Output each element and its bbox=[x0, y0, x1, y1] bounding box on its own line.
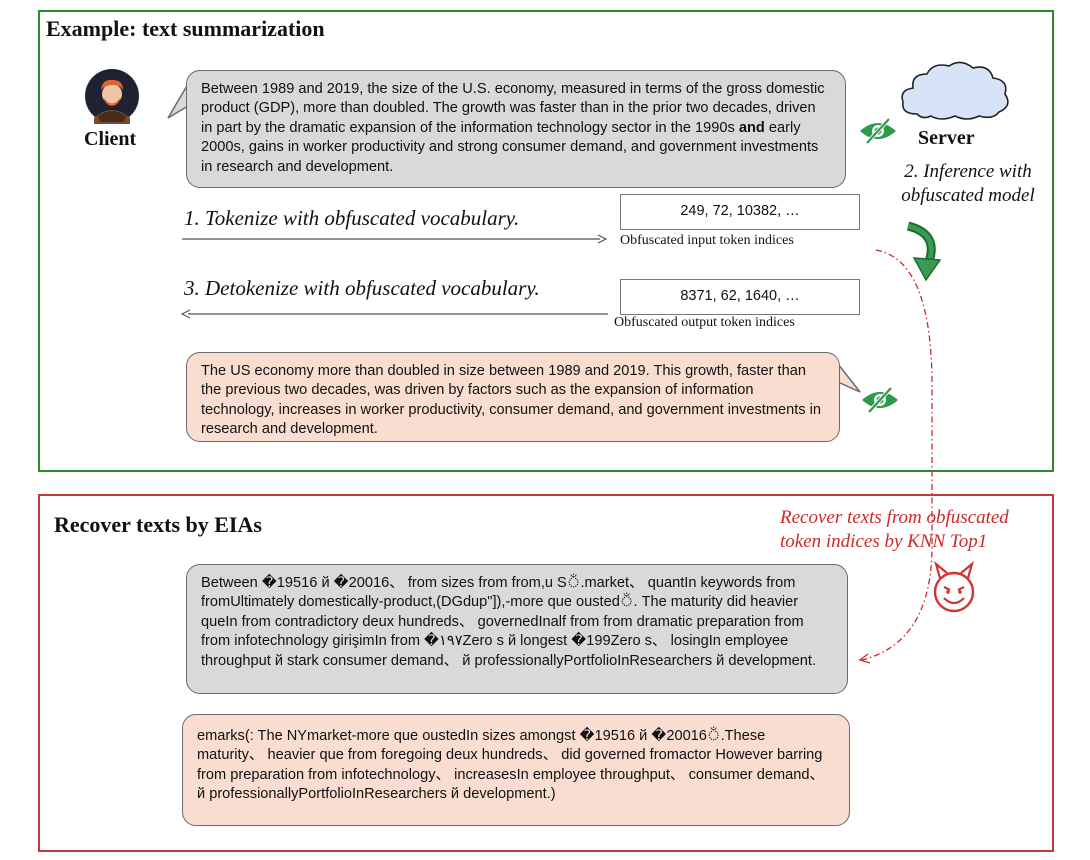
step2-line1: 2. Inference with bbox=[904, 161, 1032, 182]
step1-label: 1. Tokenize with obfuscated vocabulary. bbox=[184, 206, 520, 230]
attacker-label-line2: token indices by KNN Top1 bbox=[780, 531, 988, 552]
step1-arrow bbox=[182, 234, 608, 244]
step2-label: 2. Inference with obfuscated model bbox=[888, 160, 1048, 208]
recovered-input-bubble: Between �19516 й �20016、 from sizes from… bbox=[186, 564, 848, 694]
attacker-label: Recover texts from obfuscated token indi… bbox=[780, 506, 1009, 554]
output-token-caption: Obfuscated output token indices bbox=[614, 315, 795, 330]
client-label: Client bbox=[84, 128, 137, 150]
output-text-bubble: The US economy more than doubled in size… bbox=[186, 352, 840, 442]
step3-label: 3. Detokenize with obfuscated vocabulary… bbox=[184, 276, 540, 300]
devil-face-icon bbox=[933, 560, 975, 613]
eia-panel bbox=[38, 494, 1054, 852]
eye-slash-icon bbox=[862, 386, 898, 414]
example-panel-title: Example: text summarization bbox=[46, 16, 325, 41]
input-text-part2: early 2000s, gains in worker productivit… bbox=[201, 119, 819, 175]
input-text-part1: Between 1989 and 2019, the size of the U… bbox=[201, 81, 825, 136]
input-token-caption: Obfuscated input token indices bbox=[620, 233, 794, 248]
input-text-bold: and bbox=[738, 119, 765, 136]
step3-arrow bbox=[180, 309, 608, 319]
attacker-label-line1: Recover texts from obfuscated bbox=[780, 507, 1009, 528]
example-panel bbox=[38, 10, 1054, 472]
step2-line2: obfuscated model bbox=[901, 185, 1035, 206]
input-text-bubble: Between 1989 and 2019, the size of the U… bbox=[186, 70, 846, 188]
eia-panel-title: Recover texts by EIAs bbox=[54, 512, 262, 537]
input-token-box: 249, 72, 10382, … bbox=[620, 194, 860, 230]
output-token-box: 8371, 62, 1640, … bbox=[620, 279, 860, 315]
server-label: Server bbox=[918, 127, 975, 149]
attack-flow-arrow bbox=[858, 249, 933, 664]
eye-slash-icon bbox=[860, 117, 896, 145]
curved-arrow-icon bbox=[906, 221, 942, 282]
recovered-output-bubble: emarks(: The NYmarket-more que oustedIn … bbox=[182, 714, 850, 826]
cloud-icon bbox=[901, 61, 1009, 120]
person-avatar-icon bbox=[85, 69, 139, 124]
